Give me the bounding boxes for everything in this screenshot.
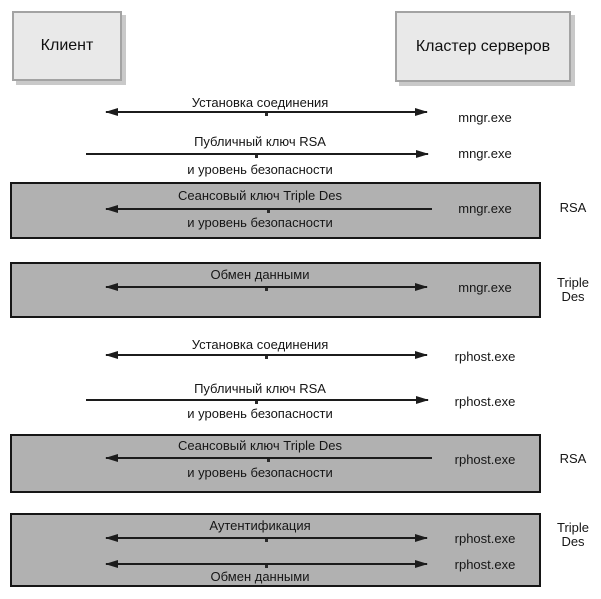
process-label: rphost.exe — [454, 531, 516, 546]
arrow-midpoint-tick — [264, 288, 268, 291]
encryption-label: Triple Des — [556, 520, 590, 549]
step-label: Аутентификация — [209, 518, 311, 533]
process-label: rphost.exe — [454, 394, 516, 409]
left-arrow — [105, 204, 432, 213]
arrow-midpoint-tick — [264, 356, 268, 359]
step-sublabel: и уровень безопасности — [187, 162, 333, 177]
step-label: Публичный ключ RSA — [194, 134, 326, 149]
server-cluster-node: Кластер серверов — [395, 11, 571, 82]
process-label: rphost.exe — [454, 557, 516, 572]
process-label: rphost.exe — [454, 452, 516, 467]
step-label: Сеансовый ключ Triple Des — [177, 188, 343, 203]
process-label: mngr.exe — [458, 201, 512, 216]
step-label: Установка соединения — [191, 337, 329, 352]
encryption-label: RSA — [559, 200, 587, 215]
encryption-label: Triple Des — [556, 275, 590, 304]
session-box: Сеансовый ключ Triple Des и уровень безо… — [10, 182, 541, 239]
double-arrow — [105, 533, 428, 542]
session-box: Сеансовый ключ Triple Des и уровень безо… — [10, 434, 541, 493]
arrow-midpoint-tick — [255, 401, 258, 404]
double-arrow — [105, 107, 428, 116]
client-node-label: Клиент — [40, 37, 94, 54]
left-arrow — [105, 453, 432, 462]
step-label: Сеансовый ключ Triple Des — [177, 438, 343, 453]
right-arrow — [86, 149, 429, 158]
client-node: Клиент — [12, 11, 122, 81]
right-arrow — [86, 395, 429, 404]
double-arrow — [105, 350, 428, 359]
process-label: mngr.exe — [458, 280, 512, 295]
process-label: mngr.exe — [458, 146, 512, 161]
server-cluster-node-label: Кластер серверов — [415, 37, 551, 55]
session-box: Обмен данными mngr.exe — [10, 262, 541, 318]
step-sublabel: и уровень безопасности — [187, 215, 333, 230]
step-label: Обмен данными — [210, 267, 310, 282]
step-sublabel: и уровень безопасности — [187, 406, 333, 421]
double-arrow — [105, 282, 428, 291]
session-box: Аутентификация rphost.exe rphost.exe Обм… — [10, 513, 541, 587]
process-label: rphost.exe — [454, 349, 516, 364]
process-label: mngr.exe — [458, 110, 512, 125]
arrow-midpoint-tick — [267, 459, 270, 462]
arrow-midpoint-tick — [264, 565, 268, 568]
arrow-midpoint-tick — [264, 539, 268, 542]
step-sublabel: и уровень безопасности — [187, 465, 333, 480]
encryption-label: RSA — [559, 451, 587, 466]
arrow-midpoint-tick — [264, 113, 268, 116]
step-label: Публичный ключ RSA — [194, 381, 326, 396]
double-arrow — [105, 559, 428, 568]
step-label: Обмен данными — [210, 569, 310, 584]
arrow-midpoint-tick — [267, 210, 270, 213]
arrow-midpoint-tick — [255, 155, 258, 158]
step-label: Установка соединения — [191, 95, 329, 110]
